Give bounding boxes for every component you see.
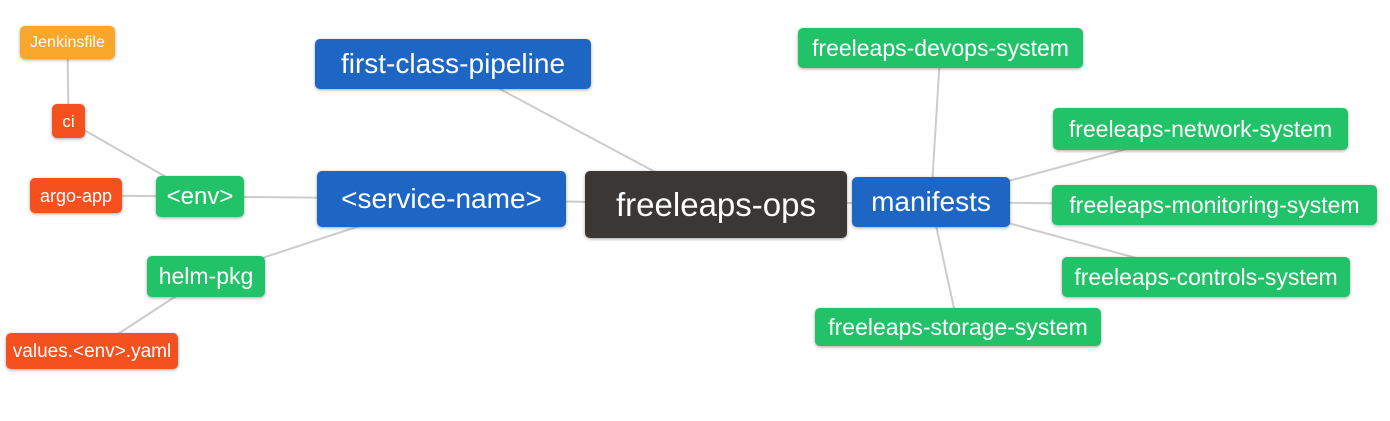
node-label: first-class-pipeline (340, 48, 566, 79)
node-label: freeleaps-storage-system (828, 313, 1088, 340)
node-freeleaps-monitoring-system[interactable]: freeleaps-monitoring-system (1052, 185, 1377, 225)
node-freeleaps-devops-system[interactable]: freeleaps-devops-system (798, 28, 1083, 68)
node-env[interactable]: <env> (156, 176, 244, 217)
node-label: values.<env>.yaml (12, 340, 172, 362)
node-label: freeleaps-monitoring-system (1069, 191, 1360, 218)
node-label: freeleaps-controls-system (1074, 263, 1338, 290)
edge (930, 47, 942, 203)
node-jenkinsfile[interactable]: Jenkinsfile (20, 26, 115, 59)
node-label: ci (62, 111, 75, 131)
node-label: Jenkinsfile (30, 33, 105, 51)
node-freeleaps-controls-system[interactable]: freeleaps-controls-system (1062, 257, 1350, 297)
node-label: freeleaps-ops (616, 186, 816, 223)
node-ci[interactable]: ci (52, 104, 85, 138)
node-manifests[interactable]: manifests (852, 177, 1010, 227)
node-argo-app[interactable]: argo-app (30, 178, 122, 213)
node-values-env-yaml[interactable]: values.<env>.yaml (6, 333, 178, 369)
node-freeleaps-ops-root[interactable]: freeleaps-ops (585, 171, 847, 238)
node-label: argo-app (39, 185, 113, 206)
node-service-name[interactable]: <service-name> (317, 171, 566, 227)
node-label: helm-pkg (158, 263, 254, 289)
node-label: <env> (166, 182, 234, 210)
node-helm-pkg[interactable]: helm-pkg (147, 256, 265, 297)
node-first-class-pipeline[interactable]: first-class-pipeline (315, 39, 591, 89)
node-label: manifests (871, 186, 991, 217)
node-label: freeleaps-network-system (1068, 115, 1333, 142)
node-label: freeleaps-devops-system (812, 34, 1069, 61)
node-freeleaps-storage-system[interactable]: freeleaps-storage-system (815, 308, 1101, 346)
node-label: <service-name> (341, 183, 542, 214)
node-freeleaps-network-system[interactable]: freeleaps-network-system (1053, 108, 1348, 150)
